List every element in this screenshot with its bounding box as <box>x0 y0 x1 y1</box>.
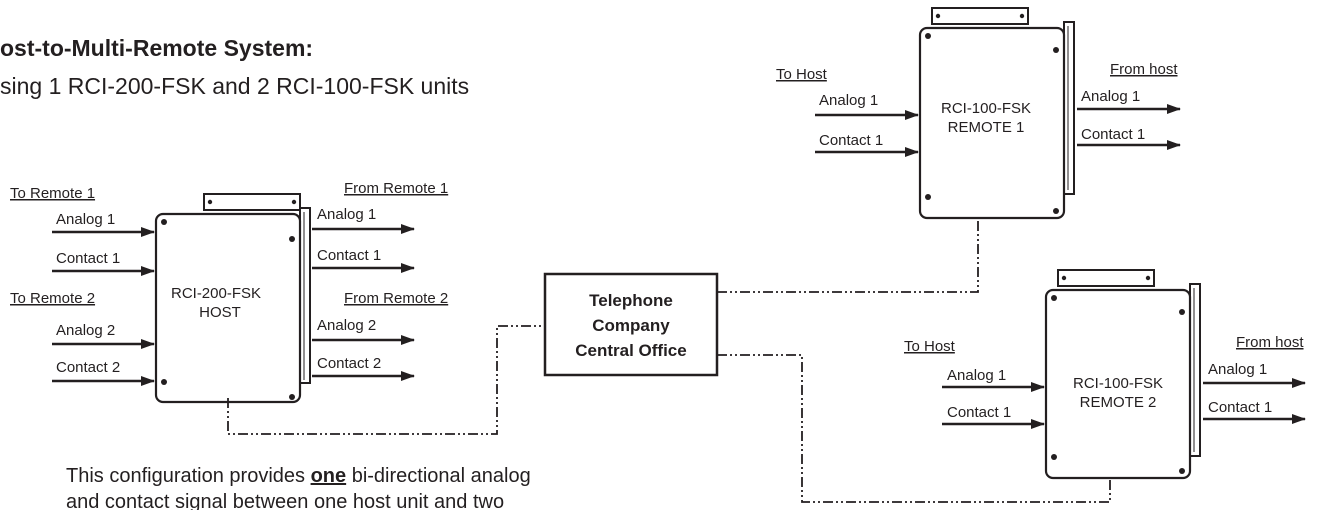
phone-line-host <box>227 325 545 435</box>
host-unit: RCI-200-FSK HOST <box>154 193 311 404</box>
remote-1-screw-tr <box>1053 47 1059 53</box>
host-output-label-4: Contact 2 <box>317 355 381 372</box>
central-office-box <box>543 272 719 377</box>
host-from-remote-2-header: From Remote 2 <box>344 290 448 307</box>
remote-1-flange-screw-left <box>935 13 941 19</box>
host-flange-screw-right <box>291 199 297 205</box>
host-name-line-1: RCI-200-FSK <box>171 285 261 302</box>
description-line-1: This configuration provides one bi-direc… <box>66 465 531 487</box>
remote-2-name-line-1: RCI-100-FSK <box>1073 375 1163 392</box>
remote-1-side-panel <box>1063 21 1075 195</box>
remote-2-screw-tr <box>1179 309 1185 315</box>
host-screw-br <box>289 394 295 400</box>
remote-2-screw-tl <box>1051 295 1057 301</box>
remote-2-screw-br <box>1179 468 1185 474</box>
diagram-title: ost-to-Multi-Remote System: <box>0 35 313 61</box>
remote-1-unit: RCI-100-FSK REMOTE 1 <box>918 7 1075 220</box>
remote-2-mounting-flange <box>1057 269 1155 287</box>
remote-2-output-label-2: Contact 1 <box>1208 399 1272 416</box>
remote-1-screw-bl <box>925 194 931 200</box>
diagram-subtitle: sing 1 RCI-200-FSK and 2 RCI-100-FSK uni… <box>0 73 469 99</box>
host-to-remote-2-header: To Remote 2 <box>10 290 95 307</box>
host-input-label-1: Analog 1 <box>56 211 115 228</box>
central-office-line-3: Central Office <box>575 341 686 360</box>
description-emphasis: one <box>311 465 347 487</box>
remote-2-screw-bl <box>1051 454 1057 460</box>
remote-2-flange-screw-left <box>1061 275 1067 281</box>
host-output-label-2: Contact 1 <box>317 247 381 264</box>
phone-line-remote-1 <box>717 205 979 293</box>
host-side-panel <box>299 207 311 384</box>
description-post: bi-directional analog <box>346 465 531 487</box>
remote-2-input-label-1: Analog 1 <box>947 367 1006 384</box>
remote-1-flange-screw-right <box>1019 13 1025 19</box>
host-input-label-2: Contact 1 <box>56 250 120 267</box>
host-screw-tl <box>161 219 167 225</box>
remote-2-side-panel <box>1189 283 1201 457</box>
remote-2-name-line-2: REMOTE 2 <box>1080 394 1157 411</box>
host-name-line-2: HOST <box>199 304 241 321</box>
central-office: Telephone Company Central Office <box>543 272 719 377</box>
host-screw-tr <box>289 236 295 242</box>
remote-2-output-label-1: Analog 1 <box>1208 361 1267 378</box>
remote-1-name-line-2: REMOTE 1 <box>948 119 1025 136</box>
host-flange-screw-left <box>207 199 213 205</box>
description-line-2: and contact signal between one host unit… <box>66 491 504 510</box>
remote-1-output-label-1: Analog 1 <box>1081 88 1140 105</box>
remote-1-input-label-2: Contact 1 <box>819 132 883 149</box>
remote-1-mounting-flange <box>931 7 1029 25</box>
host-input-label-4: Contact 2 <box>56 359 120 376</box>
remote-1-to-host-header: To Host <box>776 66 828 83</box>
host-from-remote-1-header: From Remote 1 <box>344 180 448 197</box>
host-output-label-3: Analog 2 <box>317 317 376 334</box>
remote-1-screw-br <box>1053 208 1059 214</box>
remote-2-input-label-2: Contact 1 <box>947 404 1011 421</box>
remote-2-unit: RCI-100-FSK REMOTE 2 <box>1044 269 1201 480</box>
remote-2-enclosure <box>1044 288 1192 480</box>
remote-1-output-label-2: Contact 1 <box>1081 126 1145 143</box>
host-screw-bl <box>161 379 167 385</box>
host-output-label-1: Analog 1 <box>317 206 376 223</box>
central-office-line-2: Company <box>592 316 670 335</box>
host-to-remote-1-header: To Remote 1 <box>10 185 95 202</box>
host-input-label-3: Analog 2 <box>56 322 115 339</box>
remote-1-enclosure <box>918 26 1066 220</box>
description-pre: This configuration provides <box>66 465 311 487</box>
host-mounting-flange <box>203 193 301 211</box>
remote-2-to-host-header: To Host <box>904 338 956 355</box>
central-office-line-1: Telephone <box>589 291 673 310</box>
remote-2-flange-screw-right <box>1145 275 1151 281</box>
remote-1-screw-tl <box>925 33 931 39</box>
remote-1-input-label-1: Analog 1 <box>819 92 878 109</box>
remote-1-from-host-header: From host <box>1110 61 1178 78</box>
remote-1-name-line-1: RCI-100-FSK <box>941 100 1031 117</box>
remote-2-from-host-header: From host <box>1236 334 1304 351</box>
phone-line-remote-2 <box>717 354 1111 503</box>
